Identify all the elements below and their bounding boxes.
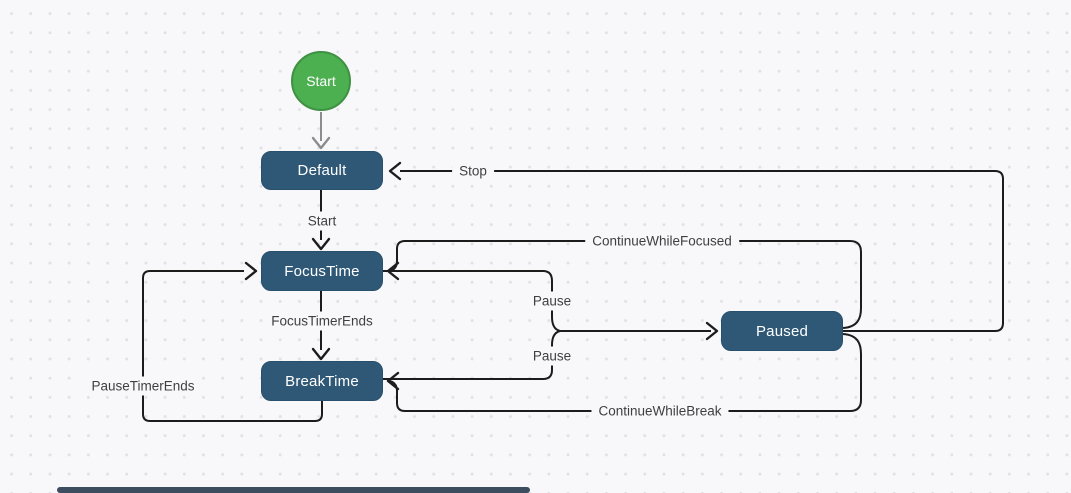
arrowhead-paused-to-focustime-icon — [386, 261, 400, 281]
edge-label-focus-timer-ends: FocusTimerEnds — [264, 311, 380, 331]
state-node-focustime: FocusTime — [261, 251, 383, 291]
edge-breaktime-to-focustime — [142, 270, 323, 422]
arrowhead-paused-to-breaktime-icon — [386, 371, 400, 391]
state-node-paused: Paused — [721, 311, 843, 351]
arrowhead-focustime-to-breaktime-icon — [311, 347, 331, 361]
edge-label-start: Start — [300, 211, 344, 231]
edge-label-continue-while-focused: ContinueWhileFocused — [585, 231, 739, 251]
edge-label-pause-from-break: Pause — [525, 346, 579, 366]
edge-label-stop: Stop — [452, 161, 494, 181]
edge-label-pause-timer-ends: PauseTimerEnds — [84, 376, 202, 396]
arrowhead-breaktime-to-focustime-icon — [244, 261, 258, 281]
edge-paused-to-default — [400, 170, 1004, 332]
edge-label-continue-while-break: ContinueWhileBreak — [591, 401, 729, 421]
initial-state-label: Start — [306, 73, 336, 89]
horizontal-scrollbar-thumb[interactable] — [57, 487, 530, 493]
state-label-paused: Paused — [755, 322, 809, 340]
edge-breaktime-to-paused — [383, 330, 561, 380]
edge-label-pause-from-focus: Pause — [525, 291, 579, 311]
state-node-default: Default — [261, 151, 383, 190]
arrowhead-paused-to-default-icon — [388, 161, 402, 181]
arrowhead-default-to-focustime-icon — [311, 237, 331, 251]
arrowhead-initial-to-default-icon — [311, 136, 331, 150]
state-label-default: Default — [297, 162, 347, 179]
state-label-focustime: FocusTime — [284, 262, 360, 280]
initial-state-node: Start — [291, 51, 351, 111]
edge-focustime-to-paused — [383, 270, 561, 332]
arrowhead-pause-merged-icon — [705, 321, 719, 341]
state-label-breaktime: BreakTime — [285, 372, 359, 390]
state-node-breaktime: BreakTime — [261, 361, 383, 401]
